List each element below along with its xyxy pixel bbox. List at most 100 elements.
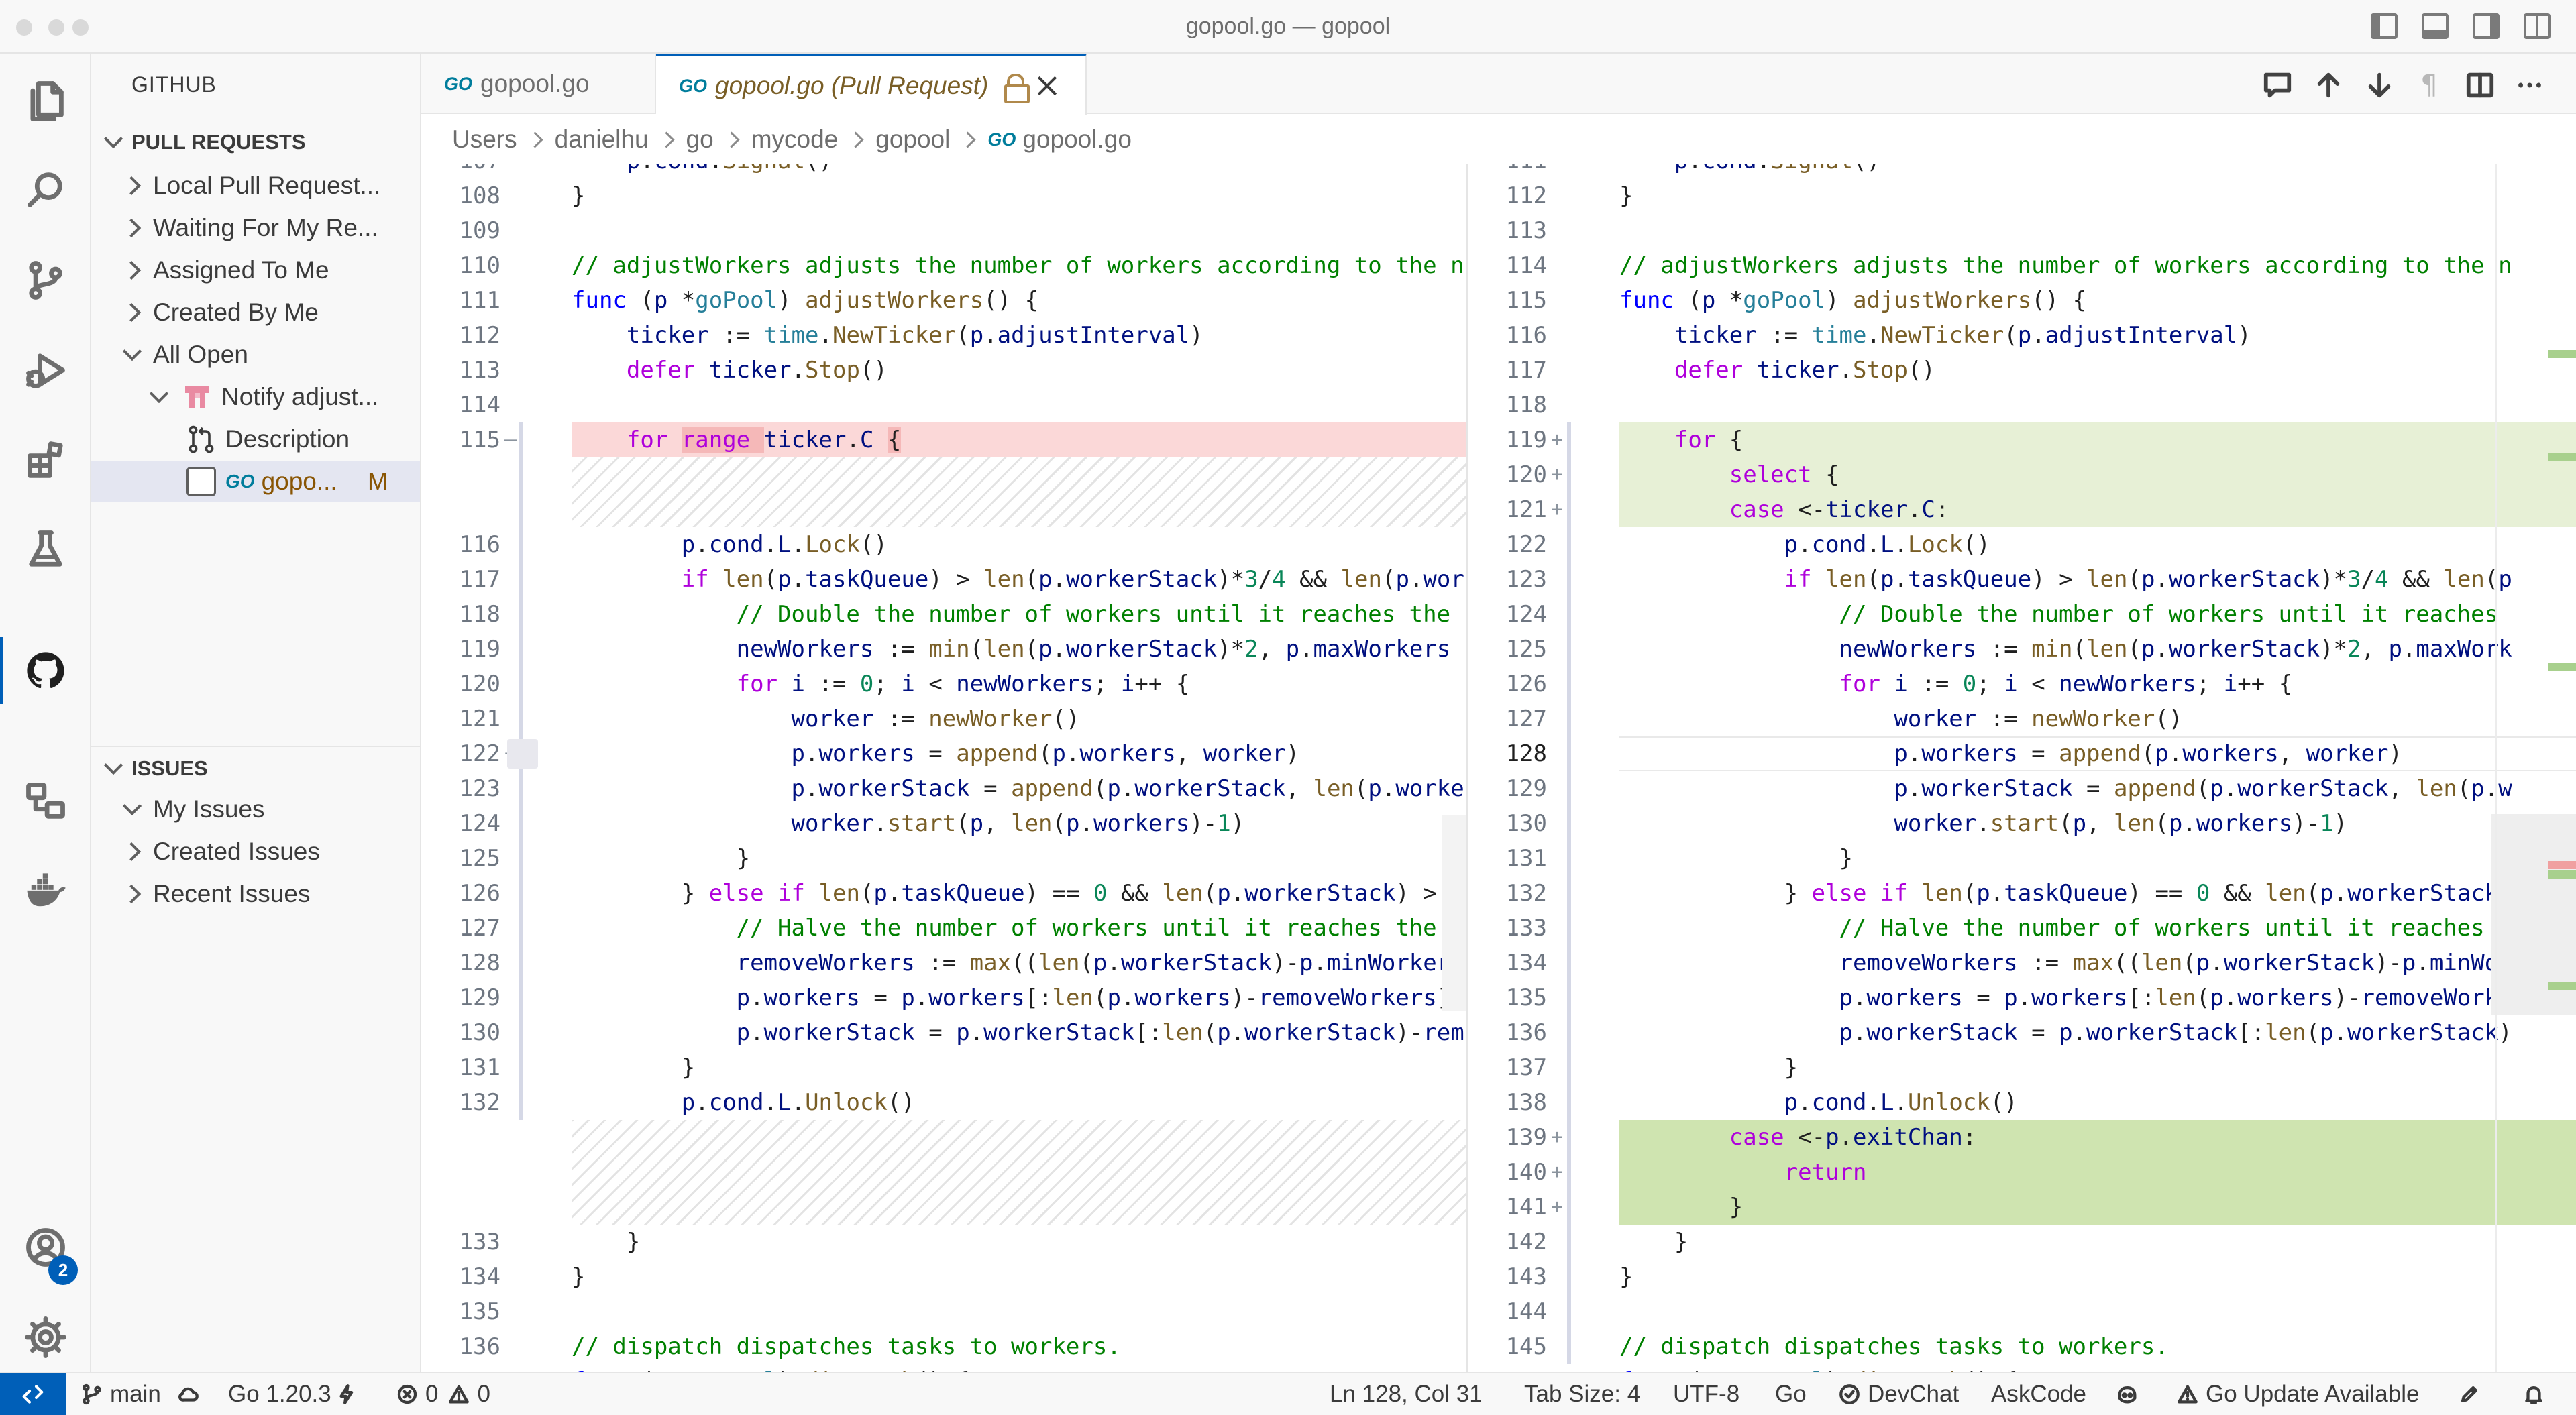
go-version-status[interactable]: Go 1.20.3 [228, 1373, 365, 1415]
next-change-icon[interactable] [2363, 68, 2396, 102]
issues-section-header[interactable]: ISSUES [91, 748, 420, 789]
code-line[interactable]: 138 p.cond.L.Unlock() [1468, 1085, 2576, 1120]
code-line[interactable]: 133 // Halve the number of workers until… [1468, 911, 2576, 946]
pull-request-item[interactable]: Notify adjust... [91, 376, 420, 418]
breadcrumb-item[interactable]: go [686, 125, 714, 153]
code-line[interactable]: 113 [1468, 213, 2576, 248]
code-line[interactable]: 118 [1468, 388, 2576, 422]
code-line[interactable]: 127 worker := newWorker() [1468, 701, 2576, 736]
tab-gopool-go[interactable]: GO gopool.go [421, 54, 656, 114]
branch-status[interactable]: main [80, 1373, 161, 1415]
devchat-status[interactable]: DevChat [1838, 1373, 1959, 1415]
code-line[interactable]: 132 p.cond.L.Unlock() [421, 1085, 1466, 1120]
breadcrumb-item[interactable]: mycode [751, 125, 839, 153]
file-viewed-checkbox[interactable] [186, 467, 216, 496]
explorer-icon[interactable] [0, 60, 91, 141]
pr-category-assigned-to-me[interactable]: Assigned To Me [91, 249, 420, 291]
remote-explorer-icon[interactable] [0, 760, 91, 841]
toggle-whitespace-icon[interactable]: ¶ [2420, 70, 2438, 101]
window-close-button[interactable] [16, 19, 32, 36]
feedback-icon[interactable] [2458, 1373, 2487, 1415]
code-line[interactable]: 114 [421, 388, 1466, 422]
code-line[interactable]: 134 removeWorkers := max((len(p.workerSt… [1468, 946, 2576, 980]
extensions-icon[interactable] [0, 420, 91, 500]
previous-change-icon[interactable] [2312, 68, 2345, 102]
code-line[interactable]: 115— for range ticker.C { [421, 422, 1466, 457]
issues-category-created[interactable]: Created Issues [91, 831, 420, 872]
docker-icon[interactable] [0, 852, 91, 932]
search-icon[interactable] [0, 150, 91, 231]
customize-layout-icon[interactable] [2524, 13, 2551, 39]
go-update-status[interactable]: Go Update Available [2176, 1373, 2419, 1415]
askcode-status[interactable]: AskCode [1991, 1381, 2087, 1407]
code-line[interactable]: 125 } [421, 841, 1466, 876]
code-line[interactable]: 116 ticker := time.NewTicker(p.adjustInt… [1468, 318, 2576, 353]
manage-gear-icon[interactable] [0, 1297, 91, 1377]
issues-category-recent[interactable]: Recent Issues [91, 873, 420, 915]
code-line[interactable]: 110// adjustWorkers adjusts the number o… [421, 248, 1466, 283]
window-minimize-button[interactable] [48, 19, 64, 36]
code-line[interactable]: 129 p.workers = p.workers[:len(p.workers… [421, 980, 1466, 1015]
code-line[interactable]: 137 } [1468, 1050, 2576, 1085]
code-line[interactable]: 145// dispatch dispatches tasks to worke… [1468, 1329, 2576, 1364]
problems-status[interactable]: 0 0 [396, 1373, 490, 1415]
code-line[interactable]: 122+ p.workers = append(p.workers, worke… [421, 736, 1466, 771]
code-line[interactable]: 144 [1468, 1294, 2576, 1329]
encoding-status[interactable]: UTF-8 [1673, 1381, 1740, 1407]
code-line[interactable]: 122 p.cond.L.Lock() [1468, 527, 2576, 562]
code-line[interactable]: 140+ return [1468, 1155, 2576, 1190]
code-line[interactable]: 131 } [421, 1050, 1466, 1085]
pr-category-all-open[interactable]: All Open [91, 334, 420, 376]
sync-cloud-icon[interactable] [177, 1373, 207, 1415]
language-mode-status[interactable]: Go [1775, 1381, 1807, 1407]
toggle-primary-sidebar-icon[interactable] [2371, 13, 2398, 39]
code-line[interactable]: 113 defer ticker.Stop() [421, 353, 1466, 388]
code-line[interactable]: 117 defer ticker.Stop() [1468, 353, 2576, 388]
pr-category-waiting-for-review[interactable]: Waiting For My Re... [91, 207, 420, 249]
source-control-icon[interactable] [0, 240, 91, 321]
split-editor-icon[interactable] [2463, 68, 2497, 102]
pr-description-item[interactable]: Description [91, 418, 420, 460]
code-line[interactable]: 123 if len(p.taskQueue) > len(p.workerSt… [1468, 562, 2576, 597]
add-comment-gutter-icon[interactable] [507, 739, 538, 769]
copilot-icon[interactable] [2116, 1373, 2145, 1415]
code-line[interactable]: 146func (p *goPool) dispatch() { [1468, 1364, 2576, 1372]
code-line[interactable]: 133 } [421, 1225, 1466, 1259]
testing-icon[interactable] [0, 510, 91, 590]
breadcrumb-item[interactable]: danielhu [554, 125, 649, 153]
code-line[interactable]: 142 } [1468, 1225, 2576, 1259]
code-line[interactable]: 121+ case <-ticker.C: [1468, 492, 2576, 527]
code-line[interactable]: 143} [1468, 1259, 2576, 1294]
code-line[interactable]: 120 for i := 0; i < newWorkers; i++ { [421, 667, 1466, 701]
code-line[interactable]: 125 newWorkers := min(len(p.workerStack)… [1468, 632, 2576, 667]
notifications-bell-icon[interactable] [2522, 1373, 2552, 1415]
code-line[interactable]: 123 p.workerStack = append(p.workerStack… [421, 771, 1466, 806]
code-line[interactable]: 128 p.workers = append(p.workers, worker… [1468, 736, 2576, 771]
toggle-secondary-sidebar-icon[interactable] [2473, 13, 2500, 39]
code-line[interactable]: 135 p.workers = p.workers[:len(p.workers… [1468, 980, 2576, 1015]
code-line[interactable]: 111 p.cond.Signal() [1468, 164, 2576, 178]
more-actions-icon[interactable] [2513, 68, 2546, 102]
tab-size-status[interactable]: Tab Size: 4 [1524, 1381, 1641, 1407]
pr-category-local[interactable]: Local Pull Request... [91, 165, 420, 207]
code-line[interactable]: 136 p.workerStack = p.workerStack[:len(p… [1468, 1015, 2576, 1050]
close-tab-icon[interactable] [1034, 72, 1061, 99]
code-line[interactable]: 114// adjustWorkers adjusts the number o… [1468, 248, 2576, 283]
add-comment-icon[interactable] [2261, 68, 2294, 102]
code-line[interactable]: 131 } [1468, 841, 2576, 876]
diff-pane-divider[interactable] [1466, 164, 1468, 1372]
code-line[interactable]: 136// dispatch dispatches tasks to worke… [421, 1329, 1466, 1364]
breadcrumb-item[interactable]: gopool.go [1022, 125, 1132, 153]
code-line[interactable]: 118 // Double the number of workers unti… [421, 597, 1466, 632]
code-line[interactable]: 130 worker.start(p, len(p.workers)-1) [1468, 806, 2576, 841]
toggle-panel-icon[interactable] [2422, 13, 2449, 39]
code-line[interactable]: 107 p.cond.Signal() [421, 164, 1466, 178]
code-line[interactable]: 108} [421, 178, 1466, 213]
code-line[interactable]: 124 worker.start(p, len(p.workers)-1) [421, 806, 1466, 841]
pull-requests-section-header[interactable]: PULL REQUESTS [91, 122, 420, 162]
issues-category-my-issues[interactable]: My Issues [91, 789, 420, 830]
